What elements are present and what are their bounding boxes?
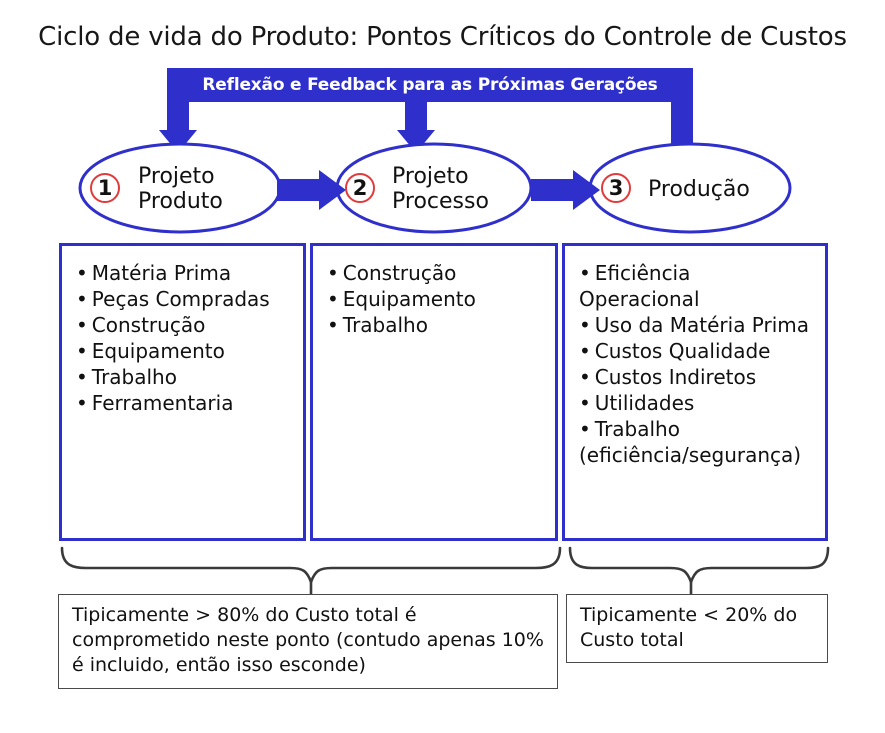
list-item-text: Trabalho bbox=[342, 313, 428, 337]
bullet-glyph: • bbox=[579, 365, 591, 389]
list-item-text: Custos Qualidade bbox=[594, 339, 771, 363]
list-item-text: Trabalho bbox=[91, 365, 177, 389]
feedback-bar-shape bbox=[159, 68, 693, 156]
stage-content-box-2: •Construção •Equipamento •Trabalho bbox=[310, 243, 558, 541]
bullet-glyph: • bbox=[579, 313, 591, 337]
brace-left bbox=[60, 546, 562, 586]
list-item: •Construção bbox=[76, 312, 293, 338]
stage-ellipse-2[interactable] bbox=[335, 142, 533, 234]
bullet-glyph: • bbox=[579, 417, 591, 441]
list-item: •Trabalho bbox=[327, 312, 545, 338]
stage-3-item-list: •Eficiência Operacional •Uso da Matéria … bbox=[579, 260, 815, 468]
list-item: •Trabalho bbox=[76, 364, 293, 390]
list-item-text: Equipamento bbox=[342, 287, 476, 311]
list-item: •Peças Compradas bbox=[76, 286, 293, 312]
bullet-glyph: • bbox=[327, 313, 339, 337]
caption-right-text: Tipicamente < 20% do Custo total bbox=[580, 604, 798, 651]
stage-ellipse-3[interactable] bbox=[588, 142, 792, 234]
list-item-text: Custos Indiretos bbox=[594, 365, 757, 389]
list-item: •Matéria Prima bbox=[76, 260, 293, 286]
list-item: •Uso da Matéria Prima bbox=[579, 312, 815, 338]
flow-arrow-1-to-2 bbox=[277, 170, 346, 210]
list-item-text: Peças Compradas bbox=[91, 287, 270, 311]
list-item-text: Ferramentaria bbox=[91, 391, 234, 415]
list-item: •Eficiência Operacional bbox=[579, 260, 815, 312]
stage-ellipse-1[interactable] bbox=[78, 142, 282, 234]
list-item-text: Matéria Prima bbox=[91, 261, 232, 285]
list-item: •Equipamento bbox=[327, 286, 545, 312]
bullet-glyph: • bbox=[76, 313, 88, 337]
caption-box-right: Tipicamente < 20% do Custo total bbox=[566, 594, 828, 663]
list-item-text: Trabalho (eficiência/segurança) bbox=[579, 417, 802, 467]
list-item: •Custos Indiretos bbox=[579, 364, 815, 390]
list-item: •Trabalho (eficiência/segurança) bbox=[579, 416, 815, 468]
list-item: •Construção bbox=[327, 260, 545, 286]
stage-content-box-1: •Matéria Prima •Peças Compradas •Constru… bbox=[59, 243, 306, 541]
list-item-text: Utilidades bbox=[594, 391, 695, 415]
bullet-glyph: • bbox=[327, 287, 339, 311]
stage-content-box-3: •Eficiência Operacional •Uso da Matéria … bbox=[562, 243, 828, 541]
list-item: •Utilidades bbox=[579, 390, 815, 416]
stage-1-item-list: •Matéria Prima •Peças Compradas •Constru… bbox=[76, 260, 293, 416]
list-item-text: Eficiência Operacional bbox=[579, 261, 700, 311]
list-item-text: Construção bbox=[91, 313, 206, 337]
bullet-glyph: • bbox=[579, 261, 591, 285]
list-item-text: Construção bbox=[342, 261, 457, 285]
list-item: •Custos Qualidade bbox=[579, 338, 815, 364]
brace-right bbox=[568, 546, 830, 586]
bullet-glyph: • bbox=[579, 339, 591, 363]
flow-arrow-2-to-3 bbox=[531, 170, 600, 210]
list-item: •Equipamento bbox=[76, 338, 293, 364]
list-item-text: Uso da Matéria Prima bbox=[594, 313, 810, 337]
bullet-glyph: • bbox=[579, 391, 591, 415]
bullet-glyph: • bbox=[76, 365, 88, 389]
list-item: •Ferramentaria bbox=[76, 390, 293, 416]
bullet-glyph: • bbox=[76, 287, 88, 311]
caption-box-left: Tipicamente > 80% do Custo total é compr… bbox=[58, 594, 558, 689]
stage-2-item-list: •Construção •Equipamento •Trabalho bbox=[327, 260, 545, 338]
bullet-glyph: • bbox=[76, 261, 88, 285]
list-item-text: Equipamento bbox=[91, 339, 225, 363]
caption-left-text: Tipicamente > 80% do Custo total é compr… bbox=[72, 604, 544, 676]
page-title: Ciclo de vida do Produto: Pontos Crítico… bbox=[38, 22, 847, 52]
bullet-glyph: • bbox=[76, 339, 88, 363]
bullet-glyph: • bbox=[327, 261, 339, 285]
bullet-glyph: • bbox=[76, 391, 88, 415]
